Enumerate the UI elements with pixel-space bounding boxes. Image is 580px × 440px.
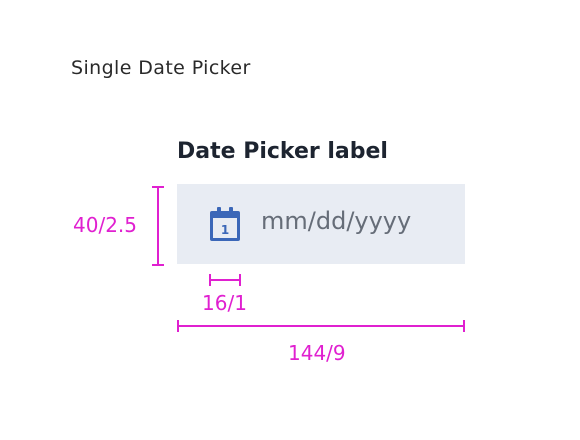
- height-measure-line: [157, 186, 159, 266]
- width-measure-cap-left: [177, 320, 179, 332]
- date-placeholder: mm/dd/yyyy: [261, 207, 412, 235]
- date-picker-label: Date Picker label: [177, 139, 388, 164]
- date-picker-input[interactable]: 1 mm/dd/yyyy: [177, 184, 465, 264]
- icon-width-measure-line: [209, 279, 241, 281]
- icon-width-measure-label: 16/1: [202, 291, 247, 315]
- width-measure-line: [177, 325, 465, 327]
- width-measure-label: 144/9: [288, 341, 346, 365]
- calendar-icon[interactable]: 1: [209, 206, 241, 242]
- page-title: Single Date Picker: [71, 57, 251, 79]
- height-measure-cap-bottom: [152, 264, 164, 266]
- width-measure-cap-right: [463, 320, 465, 332]
- calendar-icon-day: 1: [221, 223, 229, 237]
- height-measure-cap-top: [152, 186, 164, 188]
- icon-width-measure-cap-right: [239, 274, 241, 286]
- height-measure-label: 40/2.5: [73, 213, 137, 237]
- icon-width-measure-cap-left: [209, 274, 211, 286]
